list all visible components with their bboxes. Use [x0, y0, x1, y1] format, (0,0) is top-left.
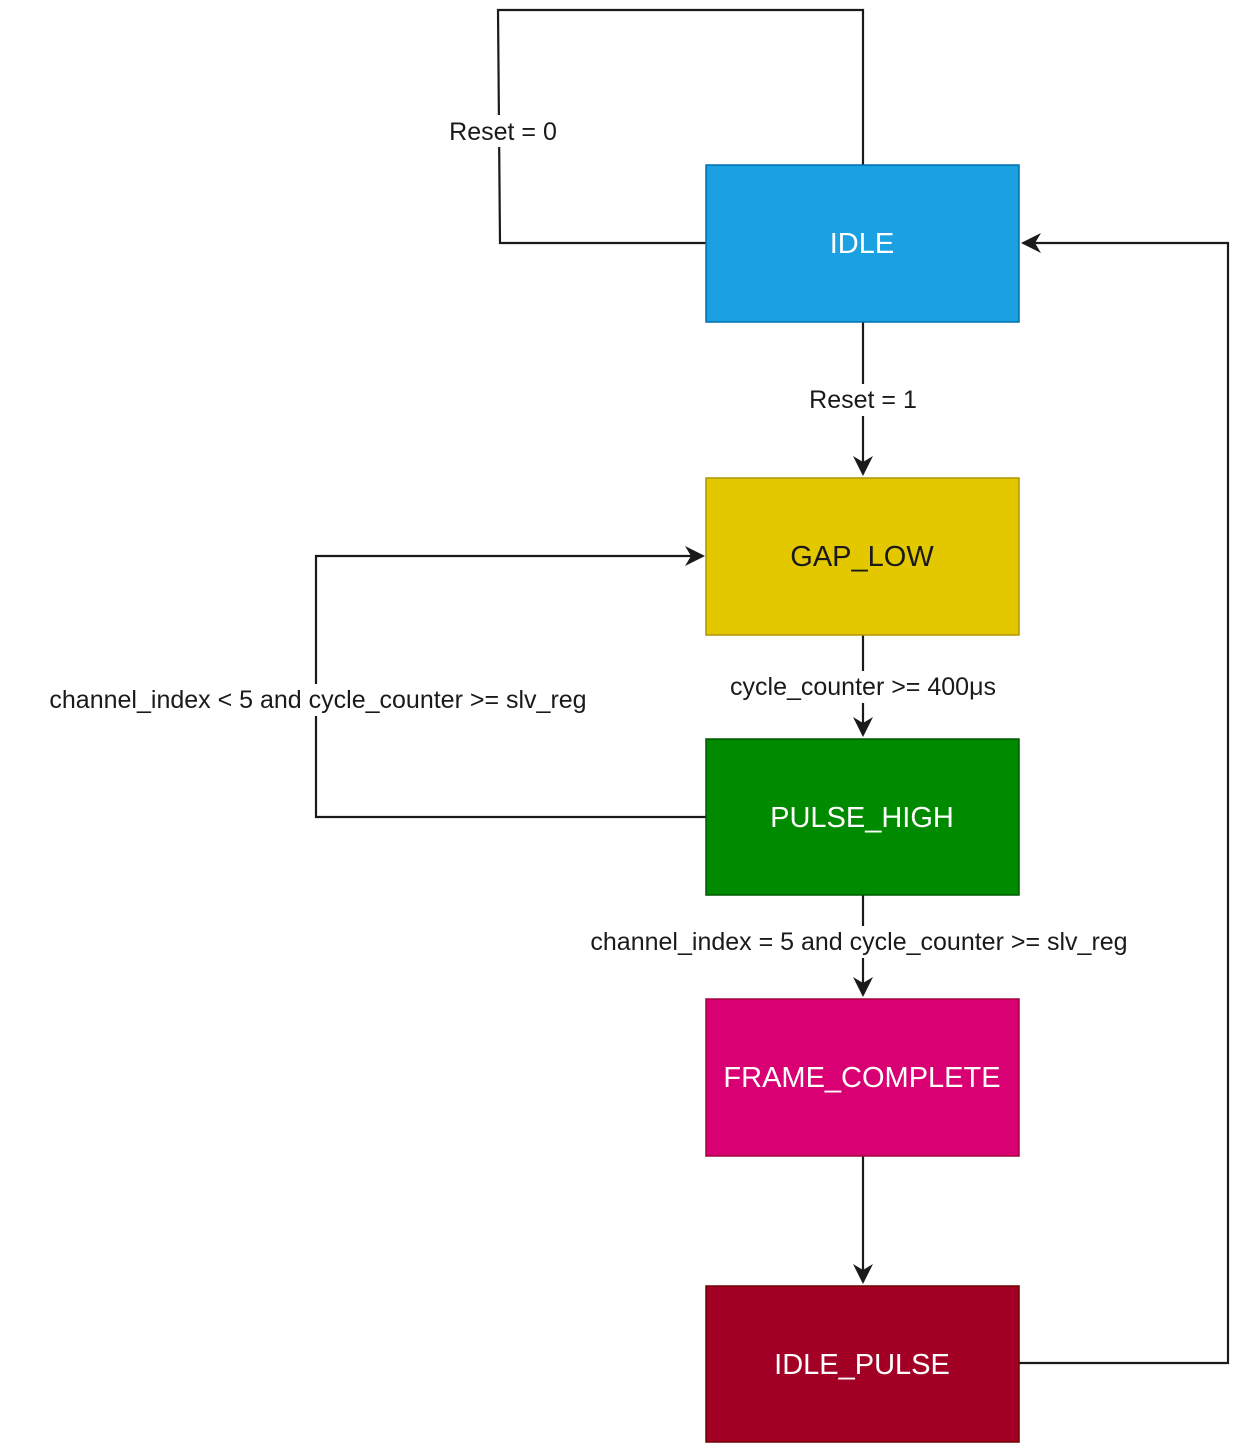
state-gap-low[interactable]: GAP_LOW: [705, 477, 1020, 636]
state-frame-complete[interactable]: FRAME_COMPLETE: [705, 998, 1020, 1157]
transition-labels: Reset = 0 Reset = 1 cycle_counter >= 400…: [6, 115, 1170, 958]
state-idle-label: IDLE: [830, 228, 894, 260]
label-cycle-counter-400us: cycle_counter >= 400μs: [730, 673, 996, 701]
label-reset-0: Reset = 0: [449, 118, 557, 146]
state-frame-complete-label: FRAME_COMPLETE: [723, 1062, 1000, 1094]
state-idle[interactable]: IDLE: [705, 164, 1020, 323]
label-channel-eq-5: channel_index = 5 and cycle_counter >= s…: [590, 928, 1127, 956]
transition-idle-self[interactable]: [496, 8, 865, 245]
state-idle-pulse[interactable]: IDLE_PULSE: [705, 1285, 1020, 1443]
label-reset-1: Reset = 1: [809, 386, 917, 414]
state-pulse-high[interactable]: PULSE_HIGH: [705, 738, 1020, 896]
transition-idlepulse-to-idle[interactable]: [1019, 233, 1230, 1365]
label-channel-lt-5: channel_index < 5 and cycle_counter >= s…: [49, 686, 586, 714]
state-gap-low-label: GAP_LOW: [790, 541, 934, 573]
state-idle-pulse-label: IDLE_PULSE: [774, 1349, 950, 1381]
state-pulse-high-label: PULSE_HIGH: [770, 802, 954, 834]
transitions: [314, 8, 1230, 1365]
